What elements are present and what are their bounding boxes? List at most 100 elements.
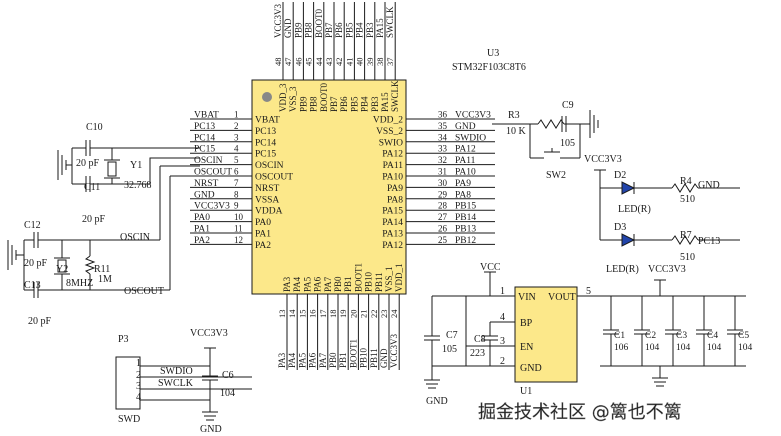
label-r7-net: PC13 <box>698 236 720 247</box>
pin-name: PC13 <box>255 127 276 137</box>
pin-name: PB11 <box>374 272 384 292</box>
pin-net-label: PB12 <box>455 236 476 246</box>
pin-number: 29 <box>438 189 448 199</box>
pin-net-label: PA7 <box>318 352 328 368</box>
pin-net-label: PB9 <box>293 22 303 38</box>
pin-number: 13 <box>277 310 287 319</box>
label-vcc: VCC <box>480 262 501 273</box>
pin-name: PB5 <box>349 96 359 112</box>
pin-number: 7 <box>234 178 239 188</box>
label-r11: R11 <box>94 264 110 275</box>
pin-net-label: PA2 <box>194 236 210 246</box>
pin-net-label: PB3 <box>365 22 375 38</box>
pin-net-label: PC13 <box>194 122 215 132</box>
pin-number: 41 <box>344 58 354 67</box>
label-r3: R3 <box>508 110 520 121</box>
label-vcc3v3: VCC3V3 <box>584 154 622 165</box>
pin-name: NRST <box>255 184 279 194</box>
pin-net-label: GND <box>194 190 215 200</box>
pin-name: PB7 <box>329 96 339 112</box>
pin-name: VSS_1 <box>384 266 394 292</box>
pin-number: 14 <box>287 309 297 318</box>
osc32-circuit <box>57 140 200 192</box>
pin-number: 23 <box>379 310 389 319</box>
label-swd: SWD <box>118 414 140 425</box>
osc8m-circuit <box>7 165 200 298</box>
label-c10: C10 <box>86 122 103 133</box>
pin-number: 17 <box>318 310 328 319</box>
label-c7: C7 <box>446 330 458 341</box>
pin-number: 39 <box>365 58 375 67</box>
pin-number: 2 <box>234 121 239 131</box>
label-u1: U1 <box>520 386 532 397</box>
pin-net-label: GND <box>379 348 389 368</box>
label-r4-val: 510 <box>680 194 695 205</box>
label-p3-2: 2 <box>136 370 141 381</box>
pin-name: OSCOUT <box>255 173 293 183</box>
label-u1-p2: 2 <box>500 356 505 367</box>
label-sw2: SW2 <box>546 170 566 181</box>
pin-net-label: SWDIO <box>455 133 486 143</box>
pin-name: VDDA <box>255 207 283 217</box>
pin-net-label: GND <box>455 122 476 132</box>
pin-net-label: PB7 <box>324 22 334 38</box>
pin-name: PA5 <box>302 276 312 292</box>
pin-name: PA3 <box>282 276 292 292</box>
pin-net-label: PB11 <box>369 348 379 368</box>
pin-net-label: PA9 <box>455 179 471 189</box>
watermark: 掘金技术社区 @篱也不篱 <box>478 402 682 423</box>
pin-name: PB6 <box>339 96 349 112</box>
pin-net-label: BOOT0 <box>314 9 324 38</box>
label-swdio: SWDIO <box>160 366 193 377</box>
pin-name: VSS_2 <box>376 127 403 137</box>
label-u1-vout: VOUT <box>548 292 576 303</box>
pin-net-label: PA12 <box>455 145 476 155</box>
label-p3-gnd: GND <box>200 424 222 435</box>
label-r4: R4 <box>680 176 692 187</box>
pin-net-label: OSCIN <box>194 156 223 166</box>
pin-name: PA7 <box>323 276 333 292</box>
label-c6: C6 <box>222 370 234 381</box>
cap-value: 104 <box>645 343 660 353</box>
label-y1-val: 32.768 <box>124 180 152 191</box>
pin-net-label: PA3 <box>277 352 287 368</box>
pin-number: 27 <box>438 212 448 222</box>
reset-circuit <box>492 110 599 159</box>
label-oscin: OSCIN <box>120 232 150 243</box>
pin-name: VDD_2 <box>373 116 403 126</box>
pin-number: 47 <box>283 58 293 67</box>
pin-number: 12 <box>234 235 243 245</box>
label-p3-1: 1 <box>136 358 141 369</box>
pin-name: PA2 <box>255 241 271 251</box>
pin-net-label: PB0 <box>328 352 338 368</box>
label-c12-val: 20 pF <box>24 258 48 269</box>
cap-value: 106 <box>614 343 629 353</box>
label-u1-p4: 4 <box>500 312 505 323</box>
label-gnd: GND <box>426 396 448 407</box>
pin-number: 40 <box>355 58 365 67</box>
mcu-u3: U3 STM32F103C8T6 <box>251 48 526 295</box>
pin1-dot <box>262 92 272 102</box>
mcu-body <box>251 79 407 295</box>
pin-net-label: VCC3V3 <box>455 111 491 121</box>
label-r7-val: 510 <box>680 252 695 263</box>
label-c11-val: 20 pF <box>82 214 106 225</box>
pin-name: PA14 <box>382 218 403 228</box>
label-r3-val: 10 K <box>506 126 527 137</box>
pin-name: PB3 <box>370 96 380 112</box>
pin-number: 31 <box>438 167 447 177</box>
